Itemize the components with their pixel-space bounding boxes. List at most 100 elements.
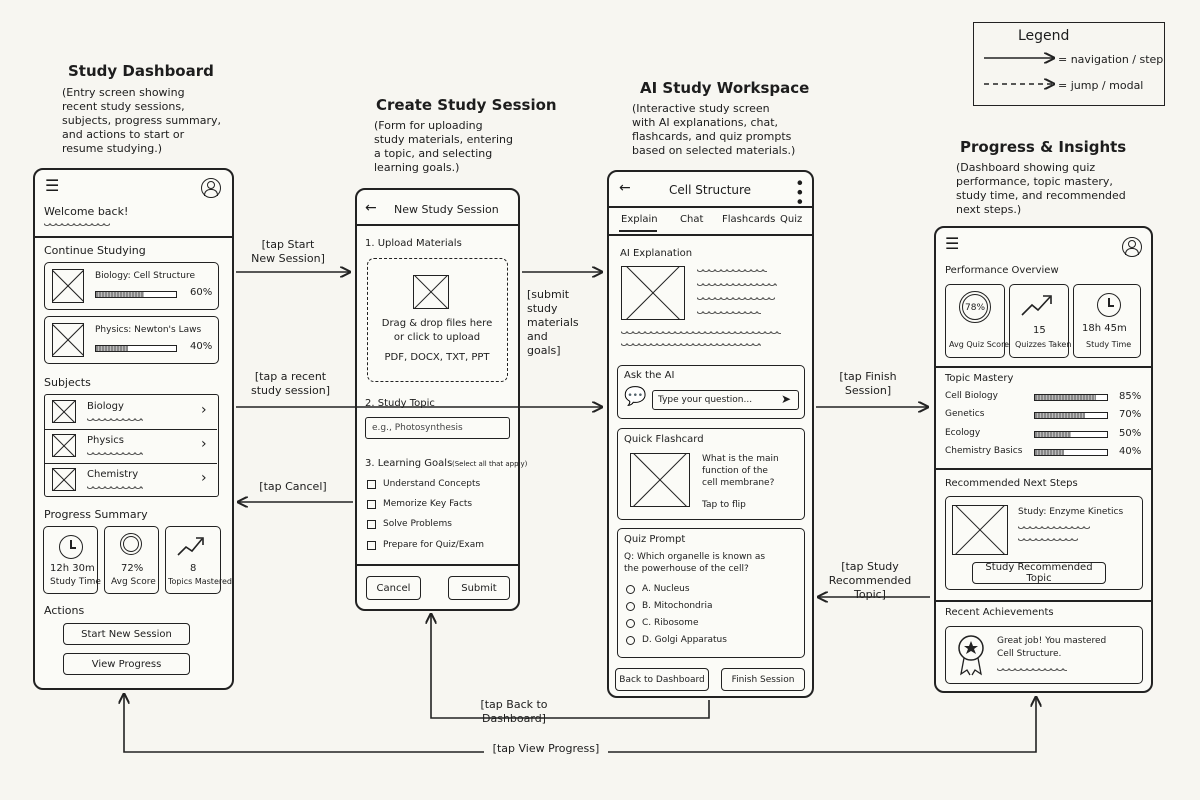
performance-title: Performance Overview (945, 265, 1059, 276)
next-step-image (952, 505, 1008, 555)
goal-label: Memorize Key Facts (383, 499, 473, 509)
tab-chat[interactable]: Chat (680, 214, 704, 225)
continue-title: Continue Studying (44, 244, 146, 257)
quiz-option: A. Nucleus (642, 584, 690, 594)
topic-label: 2. Study Topic (365, 398, 435, 409)
transition-recent-label: [tap a recent study session] (250, 370, 330, 397)
insights-heading: Progress & Insights (960, 138, 1127, 156)
transition-back-label: [tap Back to Dashboard] (480, 698, 548, 725)
insights-screen: ☰ Performance Overview 78% Avg Quiz Scor… (934, 226, 1153, 693)
stat-value: 72% (121, 563, 144, 574)
submit-button[interactable]: Submit (448, 576, 510, 600)
stat-label: Study Time (50, 577, 101, 587)
dashboard-desc: (Entry screen showing recent study sessi… (62, 86, 221, 155)
create-session-screen: ← New Study Session 1. Upload Materials … (355, 188, 527, 611)
ask-title: Ask the AI (624, 370, 675, 381)
goal-label: Prepare for Quiz/Exam (383, 540, 485, 550)
goal-checkbox[interactable] (367, 541, 376, 550)
quiz-panel: Quiz Prompt Q: Which organelle is known … (617, 528, 805, 658)
topic-placeholder: e.g., Photosynthesis (372, 423, 463, 433)
subject-row-biology[interactable]: Biology › (45, 395, 217, 430)
topic-bar (1034, 449, 1108, 456)
back-arrow-icon[interactable]: ← (619, 180, 631, 196)
welcome-text: Welcome back! (44, 205, 129, 218)
menu-icon[interactable]: ☰ (945, 234, 960, 253)
upload-dropzone[interactable]: Drag & drop files here or click to uploa… (367, 258, 508, 382)
topic-percent: 40% (1119, 446, 1142, 457)
goals-label: 3. Learning Goals (365, 458, 453, 469)
tab-explain[interactable]: Explain (621, 214, 658, 225)
achievement-card: Great job! You mastered Cell Structure. (945, 626, 1143, 684)
start-new-session-button[interactable]: Start New Session (63, 623, 190, 645)
award-medal-icon (958, 635, 984, 676)
metric-value: 78% (965, 303, 986, 313)
session-card-biology[interactable]: Biology: Cell Structure 60% (44, 262, 219, 310)
tab-quiz[interactable]: Quiz (780, 214, 803, 225)
flashcard-panel[interactable]: Quick Flashcard What is the main functio… (617, 428, 805, 520)
goal-checkbox[interactable] (367, 480, 376, 489)
legend-box: Legend = navigation / step = jump / moda… (973, 22, 1165, 106)
ask-input[interactable]: Type your question... ➤ (652, 390, 799, 410)
stat-value: 8 (190, 563, 197, 574)
subjects-list: Biology › Physics › Chemistry › (44, 394, 219, 497)
create-desc: (Form for uploading study materials, ent… (374, 119, 513, 174)
subject-row-chemistry[interactable]: Chemistry › (45, 463, 217, 496)
avatar-icon[interactable] (201, 178, 221, 198)
file-formats: PDF, DOCX, TXT, PPT (384, 352, 490, 363)
next-step-card: Study: Enzyme Kinetics Study Recommended… (945, 496, 1143, 590)
back-to-dashboard-button[interactable]: Back to Dashboard (615, 668, 709, 691)
achievements-title: Recent Achievements (945, 607, 1054, 618)
stat-card-avg-score: 72% Avg Score (104, 526, 159, 594)
finish-session-button[interactable]: Finish Session (721, 668, 805, 691)
more-vertical-icon[interactable]: ••• (790, 178, 809, 207)
subject-row-physics[interactable]: Physics › (45, 429, 217, 464)
session-thumb (52, 323, 84, 357)
drop-text: Drag & drop files here or click to uploa… (381, 318, 493, 343)
session-card-physics[interactable]: Physics: Newton's Laws 40% (44, 316, 219, 364)
transition-cancel-label: [tap Cancel] (259, 480, 327, 493)
topic-input[interactable]: e.g., Photosynthesis (365, 417, 510, 439)
session-progress-bar (95, 345, 177, 352)
topic-percent: 70% (1119, 409, 1142, 420)
view-progress-button[interactable]: View Progress (63, 653, 190, 675)
flashcard-question: What is the main function of the cell me… (702, 454, 779, 488)
topic-percent: 85% (1119, 391, 1142, 402)
quiz-option-radio[interactable] (626, 619, 635, 628)
workspace-screen: ← Cell Structure ••• Explain Chat Flashc… (607, 170, 814, 698)
chevron-right-icon: › (201, 436, 207, 452)
goal-checkbox[interactable] (367, 520, 376, 529)
quiz-option-radio[interactable] (626, 636, 635, 645)
tab-flashcards[interactable]: Flashcards (722, 214, 776, 225)
quiz-option-radio[interactable] (626, 585, 635, 594)
screen-title: New Study Session (394, 203, 499, 216)
metric-label: Quizzes Taken (1015, 340, 1072, 349)
avatar-icon[interactable] (1122, 237, 1142, 257)
topic-percent: 50% (1119, 428, 1142, 439)
menu-icon[interactable]: ☰ (45, 176, 60, 195)
cancel-button[interactable]: Cancel (366, 576, 421, 600)
session-title: Biology: Cell Structure (95, 271, 196, 281)
send-icon[interactable]: ➤ (781, 392, 792, 406)
score-ring-icon (959, 291, 991, 323)
metric-value: 15 (1033, 325, 1046, 336)
flashcard-title: Quick Flashcard (624, 434, 704, 445)
stat-label: Avg Score (111, 577, 156, 587)
arrow-view-progress (124, 694, 484, 753)
subject-label: Physics (87, 435, 124, 446)
quiz-option-radio[interactable] (626, 602, 635, 611)
dashboard-heading: Study Dashboard (68, 62, 214, 80)
workspace-desc: (Interactive study screen with AI explan… (632, 102, 796, 157)
goal-checkbox[interactable] (367, 500, 376, 509)
chevron-right-icon: › (201, 402, 207, 418)
screen-title: Cell Structure (669, 183, 752, 197)
back-arrow-icon[interactable]: ← (365, 200, 377, 216)
ask-ai-panel: Ask the AI 💬 Type your question... ➤ (617, 365, 805, 419)
study-recommended-topic-button[interactable]: Study Recommended Topic (972, 562, 1106, 584)
session-title: Physics: Newton's Laws (95, 325, 202, 335)
session-progress-fill (96, 292, 144, 297)
quiz-title: Quiz Prompt (624, 534, 686, 545)
explanation-title: AI Explanation (620, 248, 693, 259)
flashcard-hint: Tap to flip (702, 500, 746, 510)
chat-bubble-icon: 💬 (624, 386, 647, 407)
ask-placeholder: Type your question... (658, 395, 753, 405)
